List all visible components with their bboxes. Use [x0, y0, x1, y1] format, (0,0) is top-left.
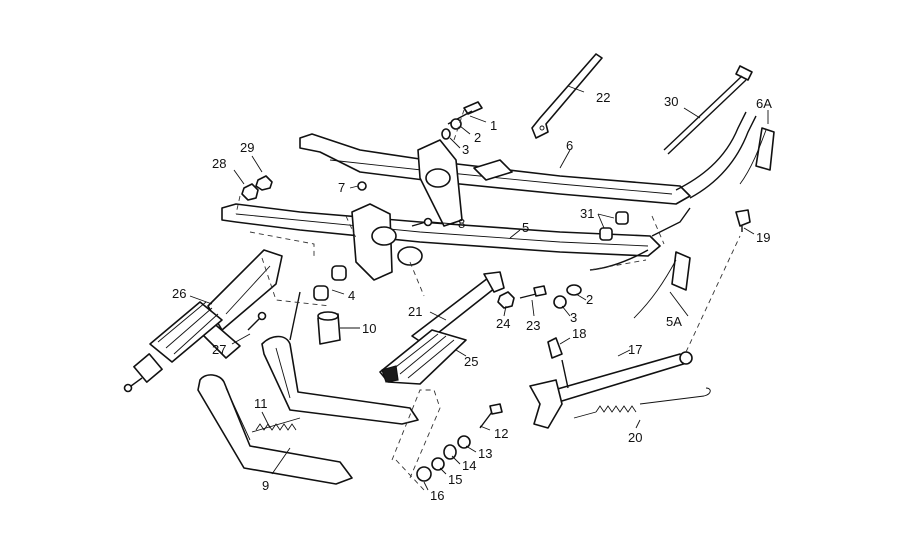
callout-10: 10: [362, 321, 376, 336]
spacer-15: [431, 457, 445, 471]
callout-2-upper: 2: [474, 130, 481, 145]
bolt-12: [479, 403, 503, 429]
nut-28: [241, 183, 259, 201]
callout-24: 24: [496, 316, 510, 331]
pivot-bracket-lower: [351, 203, 423, 281]
washer-2-upper: [450, 118, 462, 130]
washer-14: [443, 444, 457, 460]
callout-8: 8: [458, 216, 465, 231]
callout-29: 29: [240, 140, 254, 155]
callout-20: 20: [628, 430, 642, 445]
main-stand-9: [197, 291, 419, 485]
bolt-27: [247, 311, 267, 331]
callout-17: 17: [628, 342, 642, 357]
frame-rail-upper: [299, 111, 757, 205]
callout-15: 15: [448, 472, 462, 487]
callout-18: 18: [572, 326, 586, 341]
callout-9: 9: [262, 478, 269, 493]
callout-6A: 6A: [756, 96, 772, 111]
callout-21: 21: [408, 304, 422, 319]
nut-3-upper: [441, 128, 451, 140]
nut-7: [357, 181, 367, 191]
callout-31: 31: [580, 206, 594, 221]
bolt-23: [519, 285, 547, 299]
frame-rail-lower: [221, 203, 691, 271]
bushings-31: [599, 211, 629, 241]
callout-26: 26: [172, 286, 186, 301]
assembly-guides: [235, 109, 741, 491]
rubber-sleeve-10: [317, 311, 341, 345]
footrest-rubber-rear: [133, 301, 223, 383]
callout-25: 25: [464, 354, 478, 369]
callout-labels: 1 2 2 3 3 4 5 5A 6 6A 7 8 9 10 11 12 13 …: [172, 90, 772, 503]
callout-11: 11: [254, 396, 268, 411]
nut-29: [255, 175, 273, 191]
footrest-rubber-front: [379, 329, 467, 385]
callout-3-right: 3: [570, 310, 577, 325]
callout-13: 13: [478, 446, 492, 461]
callout-1: 1: [490, 118, 497, 133]
callout-4: 4: [348, 288, 355, 303]
callout-14: 14: [462, 458, 476, 473]
spring-11: [251, 417, 301, 433]
side-stand-17: [529, 351, 693, 429]
bushings-4: [313, 265, 347, 301]
callout-22: 22: [596, 90, 610, 105]
callout-7: 7: [338, 180, 345, 195]
callout-6: 6: [566, 138, 573, 153]
callout-12: 12: [494, 426, 508, 441]
callout-30: 30: [664, 94, 678, 109]
rubber-stop-18: [547, 337, 563, 359]
callout-28: 28: [212, 156, 226, 171]
callout-2-right: 2: [586, 292, 593, 307]
leader-lines: [189, 85, 769, 491]
screw-footrest: [123, 377, 143, 393]
nut-16: [416, 466, 432, 482]
bracket-strap-22: [531, 53, 603, 139]
callout-3-upper: 3: [462, 142, 469, 157]
screw-8: [411, 217, 433, 227]
callout-27: 27: [212, 342, 226, 357]
side-stand-arm-21: [411, 271, 505, 345]
side-plate-5A: [633, 251, 691, 319]
callout-5A: 5A: [666, 314, 682, 329]
callout-16: 16: [430, 488, 444, 503]
bushing-13: [457, 435, 471, 449]
pivot-bracket-upper: [417, 139, 513, 227]
long-bolt-30: [663, 65, 753, 155]
callout-23: 23: [526, 318, 540, 333]
nut-24: [497, 291, 515, 309]
stud-19: [735, 209, 751, 232]
washer-2-right: [566, 284, 582, 296]
side-plate-6A: [739, 127, 775, 185]
spring-20: [573, 387, 711, 419]
callout-5: 5: [522, 220, 529, 235]
nut-3-right: [553, 295, 567, 309]
callout-19: 19: [756, 230, 770, 245]
